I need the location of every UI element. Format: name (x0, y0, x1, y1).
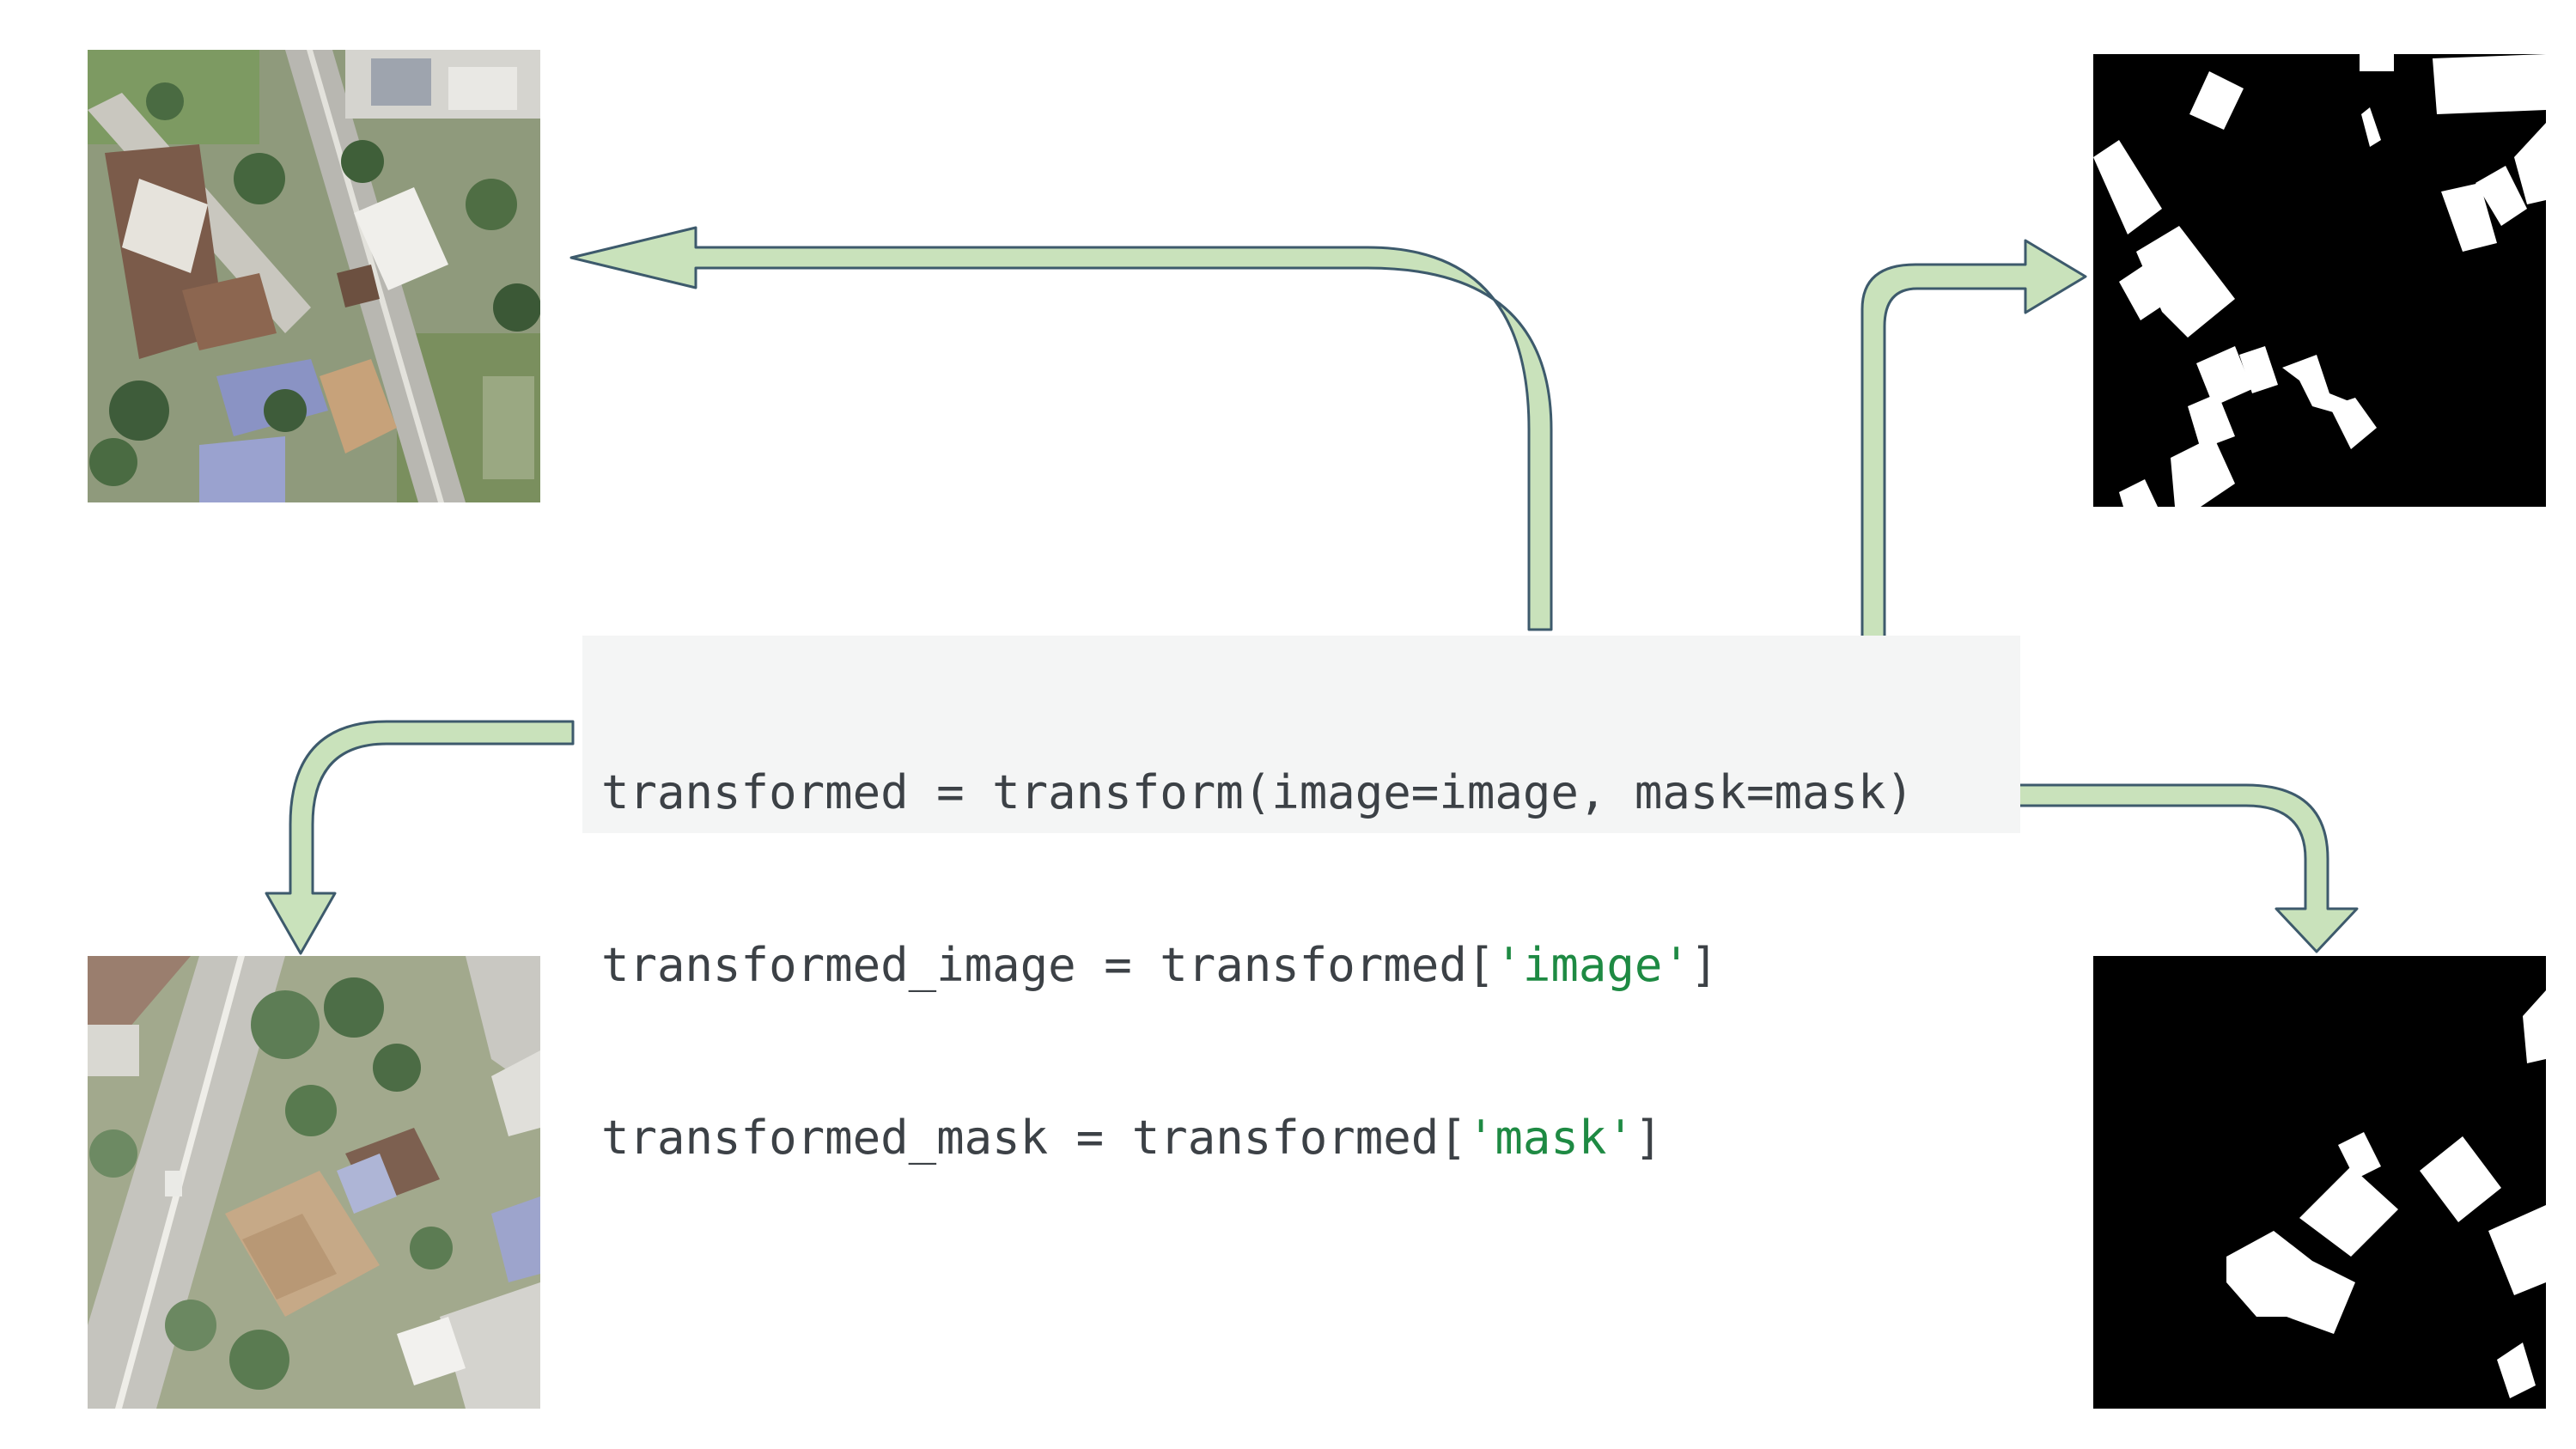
transformed-mask (2093, 956, 2546, 1409)
code-line-2-prefix: transformed_image = transformed[ (601, 938, 1495, 992)
original-aerial-image (88, 50, 540, 502)
code-line-3-suffix: ] (1634, 1111, 1663, 1165)
arrow-to-transformed-mask (1860, 239, 2087, 644)
arrow-to-transformed-image (569, 226, 1553, 631)
original-mask (2093, 54, 2546, 507)
transformed-aerial-image (88, 956, 540, 1409)
code-line-3: transformed_mask = transformed['mask'] (601, 1109, 2020, 1166)
code-line-2: transformed_image = transformed['image'] (601, 936, 2020, 994)
code-line-1: transformed = transform(image=image, mas… (601, 764, 2020, 821)
aerial-photo-icon (88, 50, 540, 502)
binary-mask-rotated-icon (2093, 956, 2546, 1409)
code-line-2-suffix: ] (1690, 938, 1719, 992)
arrow-to-image-panel (265, 720, 575, 955)
code-line-2-string: 'image' (1495, 938, 1690, 992)
binary-mask-icon (2093, 54, 2546, 507)
code-line-3-prefix: transformed_mask = transformed[ (601, 1111, 1467, 1165)
code-block: transformed = transform(image=image, mas… (582, 636, 2020, 1165)
aerial-photo-rotated-icon (88, 956, 540, 1409)
code-line-3-string: 'mask' (1466, 1111, 1635, 1165)
code-line-1-text: transformed = transform(image=image, mas… (601, 765, 1915, 819)
